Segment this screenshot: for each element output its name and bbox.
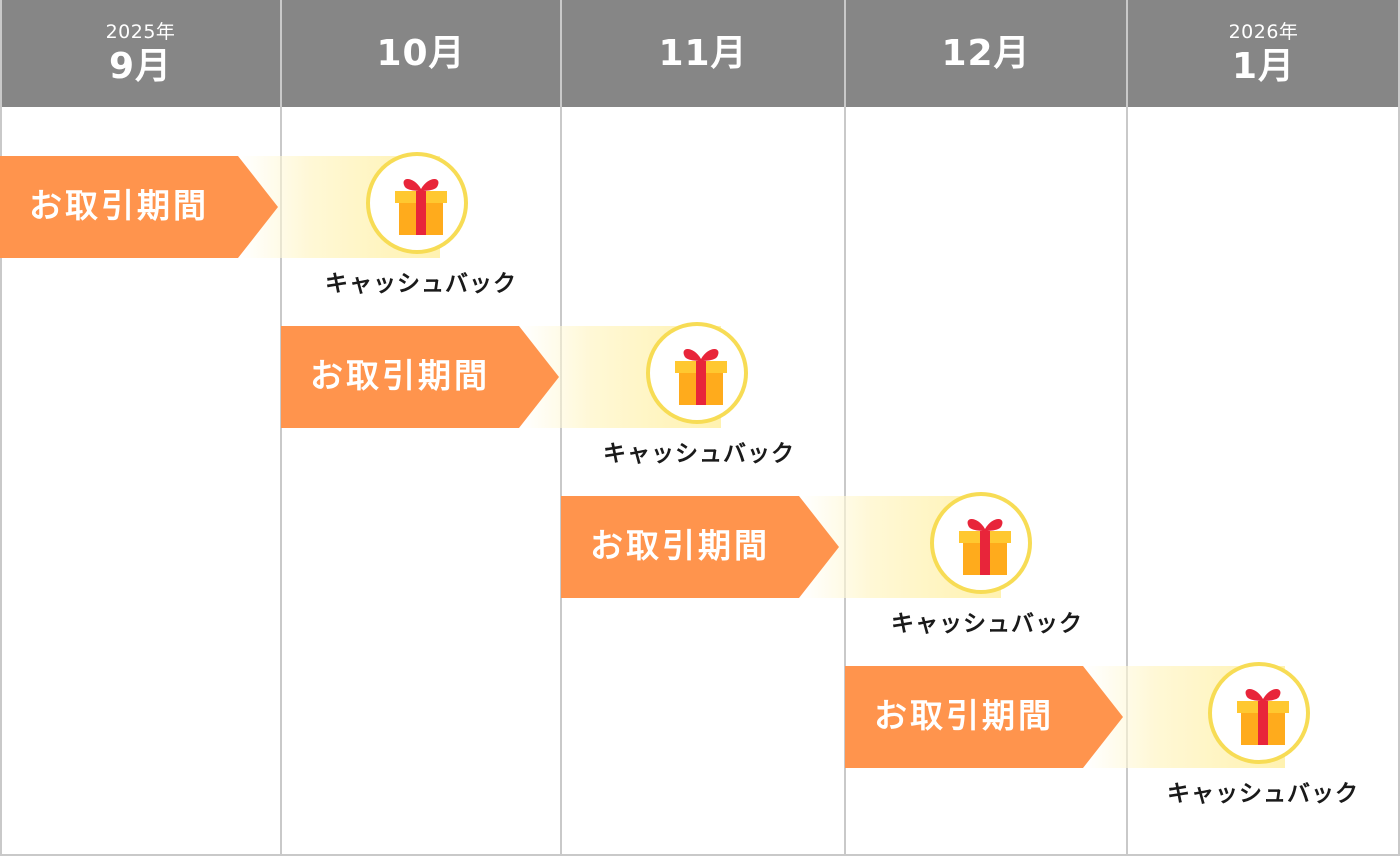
- gift-icon: [395, 179, 447, 235]
- gift-icon: [1237, 689, 1289, 745]
- month-column-nov: 11月: [561, 0, 845, 107]
- gift-badge: [366, 152, 468, 254]
- period-label: お取引期間: [590, 526, 770, 565]
- grid-line: [280, 0, 282, 856]
- cashback-label: キャッシュバック: [325, 271, 517, 297]
- cashback-label: キャッシュバック: [603, 441, 795, 467]
- gift-badge: [646, 322, 748, 424]
- month-column-dec: 12月: [845, 0, 1127, 107]
- month-column-oct: 10月: [281, 0, 561, 107]
- grid-line: [844, 0, 846, 856]
- gift-badge: [1208, 662, 1310, 764]
- month-column-jan: 2026年 1月: [1127, 0, 1400, 107]
- month-label: 10月: [376, 33, 466, 74]
- period-label: お取引期間: [29, 186, 209, 225]
- month-column-sep: 2025年 9月: [0, 0, 281, 107]
- gift-icon: [959, 519, 1011, 575]
- grid-line: [1126, 0, 1128, 856]
- month-label: 12月: [941, 33, 1031, 74]
- grid-line-right: [1398, 0, 1400, 856]
- gift-badge: [930, 492, 1032, 594]
- grid-line: [560, 0, 562, 856]
- period-arrow: [281, 326, 559, 428]
- year-label: 2025年: [105, 21, 176, 43]
- period-label: お取引期間: [310, 356, 490, 395]
- month-header: 2025年 9月 10月 11月 12月 2026年 1月: [0, 0, 1400, 107]
- cashback-label: キャッシュバック: [891, 611, 1083, 637]
- month-label: 11月: [658, 33, 748, 74]
- period-arrow: [845, 666, 1123, 768]
- grid-line-bottom: [0, 854, 1400, 856]
- period-arrow: [0, 156, 278, 258]
- month-label: 9月: [108, 46, 173, 87]
- grid-line-left: [0, 0, 2, 856]
- gift-icon: [675, 349, 727, 405]
- period-arrow: [561, 496, 839, 598]
- year-label: 2026年: [1228, 21, 1299, 43]
- month-label: 1月: [1231, 46, 1296, 87]
- period-label: お取引期間: [874, 696, 1054, 735]
- cashback-label: キャッシュバック: [1167, 781, 1359, 807]
- period-row-3: お取引期間: [561, 496, 1041, 598]
